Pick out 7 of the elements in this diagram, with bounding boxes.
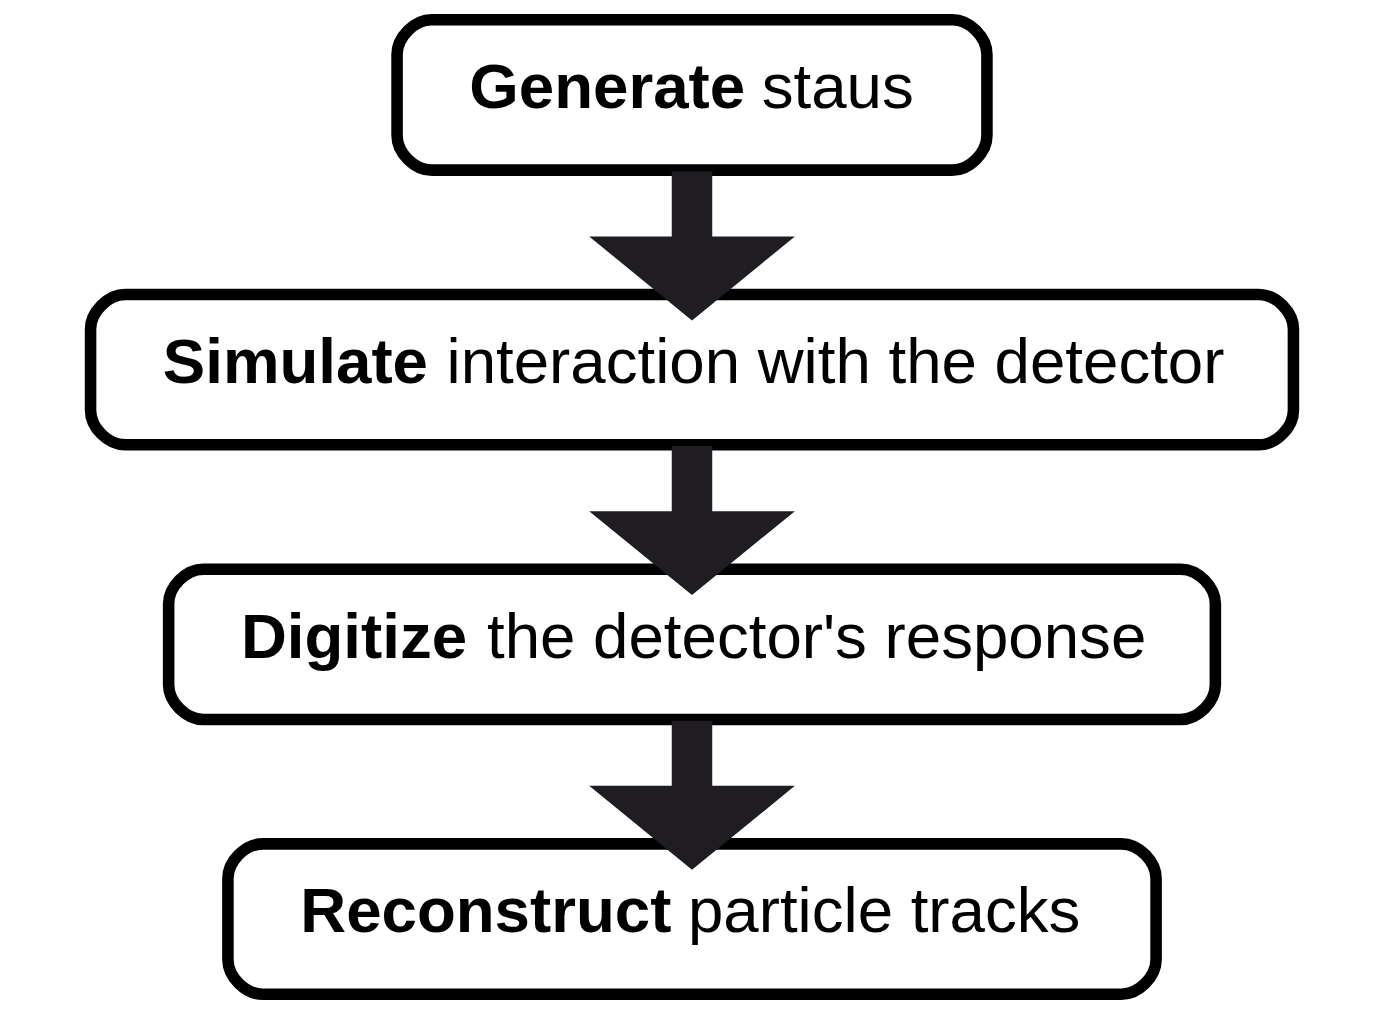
arrow xyxy=(588,446,795,596)
node-box: Generate staus xyxy=(390,14,993,176)
arrow xyxy=(588,171,795,321)
arrow xyxy=(588,720,795,870)
node-box: Simulate interaction with the detector xyxy=(84,288,1299,451)
node-box: Reconstruct particle tracks xyxy=(221,838,1162,1000)
node-box: Digitize the detector's response xyxy=(162,563,1221,726)
